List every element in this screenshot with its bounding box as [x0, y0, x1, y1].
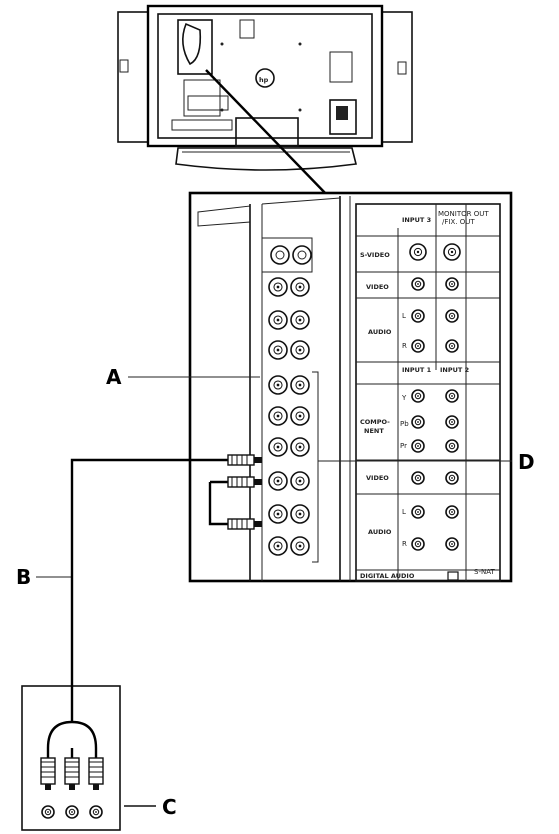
label-y: Y: [401, 394, 407, 402]
label-video-top: VIDEO: [366, 283, 389, 291]
label-fixed-out: /FIX. OUT: [442, 218, 475, 226]
cable-split: [46, 720, 98, 749]
label-l-top: L: [402, 312, 406, 320]
callout-d: D: [518, 450, 535, 474]
label-digital-audio: DIGITAL AUDIO: [360, 572, 415, 580]
label-service: S-NAT: [474, 568, 495, 576]
svg-text:hp: hp: [259, 76, 269, 84]
label-r-bottom: R: [402, 540, 407, 548]
callout-a: A: [106, 365, 122, 389]
optical-port: [447, 571, 459, 581]
label-s-video: S-VIDEO: [360, 251, 390, 259]
left-jack-column: [261, 237, 313, 273]
callout-b: B: [16, 565, 31, 589]
tv-rear-illustration: hp: [117, 4, 413, 171]
label-component-2: NENT: [364, 427, 384, 435]
label-component: COMPO-: [360, 418, 390, 426]
bracket-right: [312, 371, 319, 563]
label-monitor-out: MONITOR OUT: [438, 210, 489, 218]
label-pb: Pb: [400, 420, 409, 428]
label-video-bottom: VIDEO: [366, 474, 389, 482]
callout-c: C: [162, 795, 177, 819]
label-audio-top: AUDIO: [368, 328, 392, 336]
label-l-bottom: L: [402, 508, 406, 516]
label-audio-bottom: AUDIO: [368, 528, 392, 536]
label-input2: INPUT 2: [440, 366, 469, 374]
label-input1: INPUT 1: [402, 366, 432, 374]
label-r-top: R: [402, 342, 407, 350]
label-input3: INPUT 3: [402, 216, 431, 224]
label-pr: Pr: [400, 442, 407, 450]
cable-main: [70, 458, 262, 722]
zoom-leader-line: [205, 69, 329, 197]
